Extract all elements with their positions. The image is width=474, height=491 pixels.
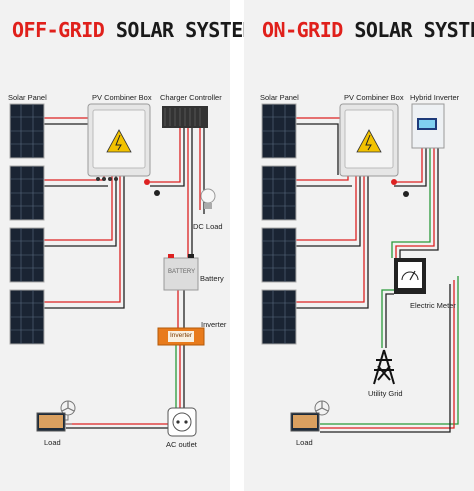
og-tv-icon — [290, 412, 320, 432]
electric-meter-label: Electric Meter — [410, 301, 456, 310]
on-grid-solar-panels — [261, 103, 297, 345]
solar-panel-3 — [9, 227, 45, 283]
off-grid-combiner-label: PV Combiner Box — [92, 93, 152, 102]
wire-og-panel1-black — [295, 123, 339, 175]
utility-grid-tower-icon — [373, 349, 395, 385]
og-combiner-label: PV Combiner Box — [344, 93, 404, 102]
off-grid-panel: OFF-GRID SOLAR SYSTEM — [0, 0, 255, 491]
wire-og-meter-load-red — [320, 280, 455, 429]
og-combiner-negative-terminal — [403, 191, 409, 197]
wire-combiner-controller-black — [150, 128, 185, 187]
og-solar-panel-4 — [261, 289, 297, 345]
inverter-label: Inverter — [201, 320, 227, 329]
battery-icon — [163, 254, 199, 291]
off-grid-title-highlight: OFF-GRID — [12, 18, 105, 42]
solar-panel-2 — [9, 165, 45, 221]
solar-panel-4 — [9, 289, 45, 345]
warning-icon — [106, 129, 132, 153]
wire-og-panel4-black — [295, 175, 369, 309]
inverter-text: Inverter — [170, 332, 193, 339]
wire-og-panel4-red — [295, 175, 365, 303]
pv-combiner-box — [87, 103, 151, 181]
solar-panel-1 — [9, 103, 45, 159]
wire-og-panel2-red — [295, 175, 349, 181]
hybrid-inverter-icon — [411, 103, 445, 149]
off-grid-diagram-svg — [9, 103, 216, 437]
on-grid-diagram-svg — [261, 103, 459, 433]
on-grid-title: ON-GRID SOLAR SYSTEM — [262, 18, 474, 42]
og-solar-panel-3 — [261, 227, 297, 283]
combiner-negative-terminal — [154, 190, 160, 196]
off-grid-title-rest: SOLAR SYSTEM — [115, 18, 255, 42]
on-grid-title-rest: SOLAR SYSTEM — [354, 18, 474, 42]
combiner-positive-terminal — [144, 179, 150, 185]
battery-label: Battery — [200, 274, 224, 283]
hybrid-inverter-label: Hybrid Inverter — [410, 93, 460, 102]
og-combiner-positive-terminal — [391, 179, 397, 185]
utility-grid-label: Utility Grid — [368, 389, 403, 398]
wire-og-meter-utility-green — [381, 289, 394, 348]
charger-controller-label: Charger Controller — [160, 93, 222, 102]
og-solar-panel-1 — [261, 103, 297, 159]
wire-og-meter-utility-black — [385, 293, 394, 348]
wire-panel4-black — [43, 175, 125, 309]
wire-og-panel3-red — [295, 175, 357, 241]
on-grid-panel: ON-GRID SOLAR SYSTEM — [244, 0, 474, 491]
inverter-icon — [157, 327, 205, 346]
off-grid-load-label: Load — [44, 438, 61, 447]
og-warning-icon — [356, 129, 382, 153]
wire-og-panel3-black — [295, 175, 361, 247]
og-load-label: Load — [296, 438, 313, 447]
wire-panel4-red — [43, 175, 121, 303]
dc-load-label: DC Load — [193, 222, 223, 231]
off-grid-title: OFF-GRID SOLAR SYSTEM — [12, 18, 255, 42]
og-solar-panel-2 — [261, 165, 297, 221]
fan-icon — [60, 400, 76, 425]
off-grid-solar-panels — [9, 103, 45, 345]
wire-og-inverter-meter-red — [395, 148, 435, 258]
wire-og-combiner-inverter-black — [394, 148, 427, 187]
dc-load-bulb-icon — [200, 188, 216, 209]
wire-panel1-black — [43, 123, 95, 175]
wire-og-inverter-meter-black — [399, 148, 439, 258]
wire-panel3-red — [43, 175, 113, 241]
wire-og-meter-load-black — [320, 284, 451, 433]
charger-controller — [162, 106, 208, 128]
wire-combiner-controller-red — [150, 128, 181, 183]
battery-text: BATTERY — [168, 269, 196, 275]
wire-panel3-black — [43, 175, 117, 247]
electric-meter-icon — [394, 258, 426, 294]
tv-icon — [36, 412, 66, 432]
wire-og-inverter-meter-green — [391, 148, 431, 258]
ac-outlet-icon — [167, 407, 197, 437]
og-fan-icon — [314, 400, 330, 416]
og-solar-panel-label: Solar Panel — [260, 93, 299, 102]
wire-og-panel1-red — [295, 117, 343, 175]
on-grid-title-highlight: ON-GRID — [262, 18, 343, 42]
og-pv-combiner-box — [339, 103, 399, 177]
ac-outlet-label: AC outlet — [166, 440, 197, 449]
wire-og-meter-load-green — [320, 276, 459, 425]
off-grid-solar-panel-label: Solar Panel — [8, 93, 47, 102]
wire-og-combiner-inverter-red — [394, 148, 423, 183]
